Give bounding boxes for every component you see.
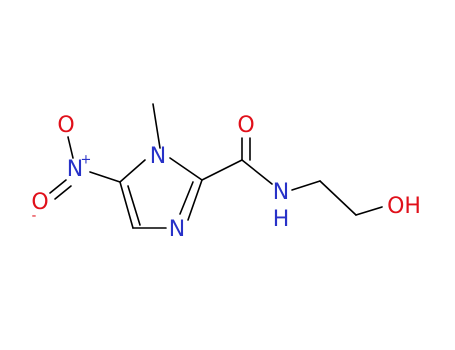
bond-ch2-ch2 [319, 180, 357, 216]
bond-c2-carbonyl [201, 159, 243, 181]
bond-c5-c4 [119, 181, 134, 229]
bond-ch2-oh [355, 206, 383, 216]
nitro-minus-charge: - [32, 209, 37, 224]
bond-nitro-o-bottom [49, 179, 67, 194]
bond-nitro-o-top [67, 136, 74, 159]
atom-hydroxyl: OH [387, 194, 421, 219]
atom-nitro-oxygen-bottom: O [31, 190, 48, 215]
atom-labels: O N + O - N N O N H OH [31, 113, 421, 242]
bond-c5-c4-inner [127, 185, 141, 226]
atom-nitro-nitrogen: N [67, 157, 83, 182]
bond-n3-c2-inner [179, 181, 194, 215]
bond-n1-c5 [119, 159, 146, 183]
bond-nitro-o-bottom-inner [54, 185, 72, 200]
atom-amide-hydrogen: H [273, 207, 290, 232]
bonds [49, 103, 383, 229]
bond-n1-methyl [152, 103, 161, 149]
bond-n3-c2 [187, 179, 203, 221]
bond-n-ch2 [291, 180, 321, 191]
bond-carbonyl-n [241, 159, 273, 185]
nitro-plus-charge: + [81, 153, 92, 168]
atom-ring-n1: N [150, 144, 166, 169]
atom-ring-n3: N [169, 217, 185, 242]
atom-carbonyl-oxygen: O [237, 113, 254, 138]
bond-n1-c2 [169, 157, 203, 181]
atom-amide-nitrogen: N [273, 180, 289, 205]
atom-nitro-oxygen-top: O [57, 113, 74, 138]
bond-c5-nitro [89, 171, 121, 183]
